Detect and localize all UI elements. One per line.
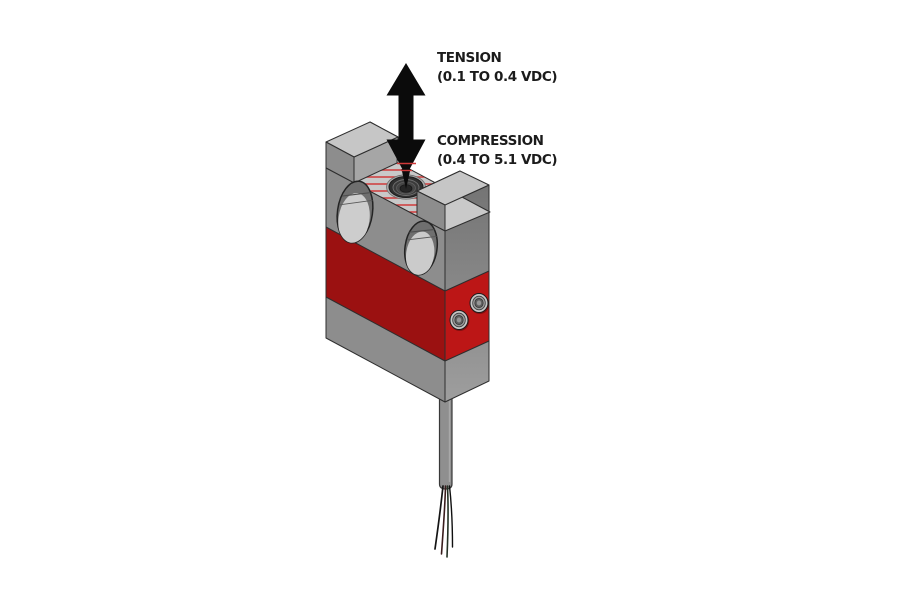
compression-label: COMPRESSION xyxy=(437,133,544,149)
tension-label: TENSION xyxy=(437,50,502,66)
front-hole-right xyxy=(403,220,439,277)
tension-range: (0.1 TO 0.4 VDC) xyxy=(437,69,558,85)
right-boss xyxy=(416,170,490,232)
cable-and-wires xyxy=(434,395,454,558)
screw-upper xyxy=(469,293,490,314)
compression-annotation: COMPRESSION (0.4 TO 5.1 VDC) xyxy=(437,132,558,170)
load-cell-body xyxy=(325,121,491,403)
wire-2 xyxy=(440,485,447,555)
hatch-overlay-dash xyxy=(397,162,416,172)
force-arrow xyxy=(386,63,426,189)
tension-annotation: TENSION (0.1 TO 0.4 VDC) xyxy=(437,49,558,87)
front-hole-left xyxy=(336,180,374,245)
wire-4 xyxy=(448,485,454,548)
arrow-tip-spike xyxy=(401,169,411,189)
screw-lower xyxy=(449,310,470,331)
left-boss xyxy=(325,121,399,184)
double-arrow-shape xyxy=(386,63,426,176)
wire-1 xyxy=(434,485,444,550)
compression-range: (0.4 TO 5.1 VDC) xyxy=(437,152,558,168)
wire-3 xyxy=(446,485,449,558)
